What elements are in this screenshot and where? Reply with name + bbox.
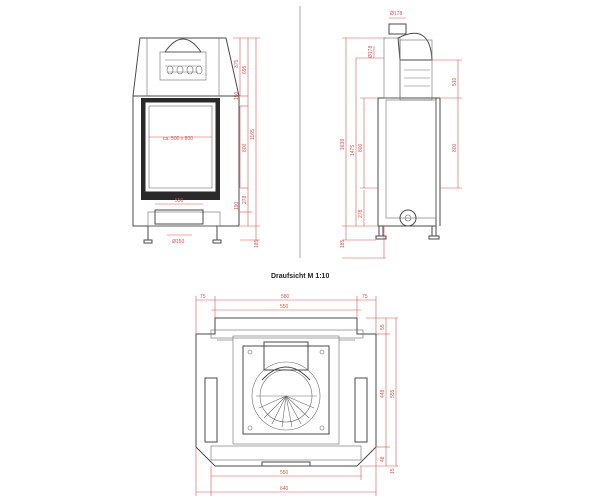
dimension-label: 800 [452,143,458,152]
dimension-label: 48 [380,456,386,462]
dimension-label: Ø150 [172,239,184,245]
top-view: 75 580 75 550 55 448 555 48 15 550 [195,294,398,496]
dimension-label: 278 [358,209,364,218]
dimension-label: 1475 [350,145,356,156]
dimension-label: Ø178 [390,11,402,17]
dimension-label: 550 [280,470,289,476]
dimension-label: 75 [200,294,206,300]
dimension-label: 185 [340,239,346,248]
dimension-label: 55 [380,324,386,330]
top-outer-frame [195,317,377,467]
side-view: Ø178 [340,11,462,259]
dimension-label: 555 [390,389,396,398]
view-label: Draufsicht M 1:10 [271,273,329,280]
dimension-label: 1638 [340,139,346,150]
dimension-label: 190 [234,201,240,210]
dimension-label: 15 [390,468,396,474]
dimension-label: 800 [242,143,248,152]
dimension-label: 375 [234,59,240,68]
dimension-label: 278 [242,195,248,204]
top-firebox [242,345,330,435]
dimension-label: 510 [452,77,458,86]
flue-collar-bottom [154,209,204,225]
dimension-label: 800 [358,143,364,152]
flue-dome [164,38,202,53]
dimension-label: 185 [254,239,260,248]
side-housing [377,97,437,227]
dimension-label: 550 [280,304,289,310]
dimension-label: 580 [281,294,290,300]
dimension-label: 75 [362,294,368,300]
side-connector [399,209,417,227]
flue-pipe [388,23,407,35]
dimension-label: 1165 [250,129,256,140]
dimension-label: 150 [234,91,240,100]
dimension-label: 695 [242,65,248,74]
front-glass [144,101,217,193]
dimension-label: 448 [380,389,386,398]
window-label: ca. 500 x 800 [163,136,193,142]
dimension-label: 550 [175,198,184,204]
front-view: ca. 500 x 800 375 695 150 1165 800 [132,37,260,248]
dimension-label: Ø178 [368,46,374,58]
dimension-label: 640 [280,486,289,492]
